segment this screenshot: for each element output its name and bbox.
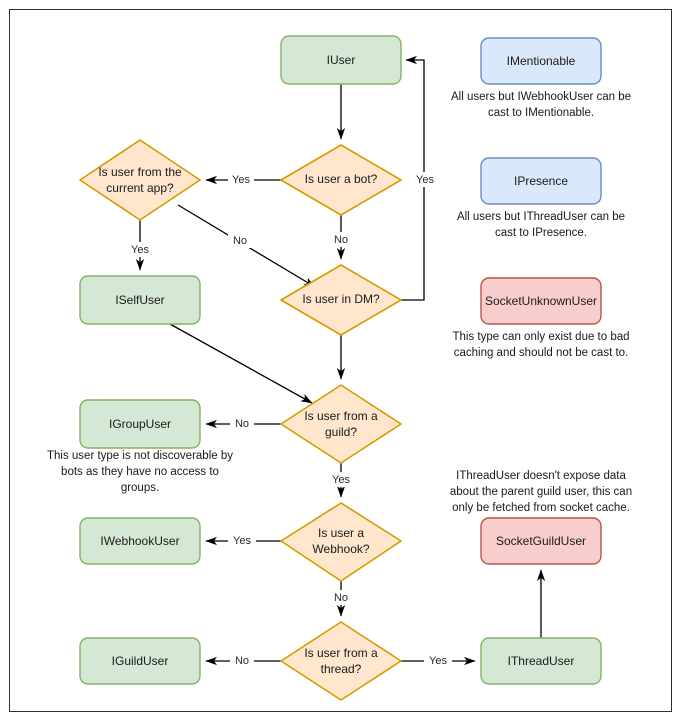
- edge-label-currentapp-yes: Yes: [131, 244, 149, 256]
- edge-label-fromthread-no: No: [235, 655, 249, 667]
- edge-fromguild-no-to-igroupuser: No: [205, 416, 281, 431]
- note-socketguilduser-line3: only be fetched from socket cache.: [452, 502, 630, 514]
- node-label-iuser: IUser: [327, 53, 356, 67]
- edge-currentapp-yes-to-iselfuser: Yes: [126, 220, 154, 271]
- node-is-user-in-dm[interactable]: Is user in DM?: [280, 264, 402, 336]
- edge-isbot-yes-to-currentapp: Yes: [205, 172, 281, 187]
- node-label-is-user-a-webhook-line1: Is user a: [318, 526, 364, 540]
- edge-fromthread-no-to-iguilduser: No: [205, 653, 281, 668]
- edge-fromthread-yes-to-ithreaduser: Yes: [401, 653, 476, 668]
- edges-layer: Is user from the current app? --> Yes Is…: [126, 55, 546, 668]
- node-socketunknownuser[interactable]: SocketUnknownUser: [480, 277, 602, 325]
- node-label-imentionable: IMentionable: [507, 54, 576, 68]
- node-iguilduser[interactable]: IGuildUser: [79, 637, 201, 685]
- node-label-igroupuser: IGroupUser: [109, 417, 171, 431]
- edge-iswebhook-yes-to-iwebhookuser: Yes: [205, 533, 281, 548]
- note-igroupuser-line3: groups.: [121, 482, 159, 494]
- node-label-ipresence: IPresence: [514, 174, 568, 188]
- node-label-iguilduser: IGuildUser: [112, 654, 169, 668]
- note-socketguilduser-line1: IThreadUser doesn't expose data: [456, 470, 626, 482]
- edge-label-isbot-yes: Yes: [232, 174, 250, 186]
- edge-label-fromguild-no: No: [235, 418, 249, 430]
- note-socketunknownuser: This type can only exist due to bad cach…: [452, 331, 629, 359]
- node-label-is-user-a-webhook-line2: Webhook?: [312, 542, 369, 556]
- node-label-socketunknownuser: SocketUnknownUser: [485, 294, 597, 308]
- edge-iselfuser-to-fromguild: [169, 323, 313, 404]
- note-ipresence-line2: cast to IPresence.: [495, 227, 587, 239]
- node-label-is-user-from-guild-line1: Is user from a: [304, 409, 378, 423]
- node-label-is-user-from-thread-line2: thread?: [321, 662, 362, 676]
- edge-label-isbot-no: No: [334, 234, 348, 246]
- note-ipresence-line1: All users but IThreadUser can be: [457, 211, 625, 223]
- node-label-is-user-a-bot: Is user a bot?: [305, 172, 378, 186]
- node-label-iselfuser: ISelfUser: [115, 293, 164, 307]
- edge-label-fromthread-yes: Yes: [429, 655, 447, 667]
- note-imentionable-line2: cast to IMentionable.: [488, 107, 594, 119]
- node-is-user-from-guild[interactable]: Is user from a guild?: [280, 384, 402, 464]
- note-socketunknownuser-line1: This type can only exist due to bad: [452, 331, 629, 343]
- edge-label-iswebhook-no: No: [334, 592, 348, 604]
- note-igroupuser: This user type is not discoverable by bo…: [47, 450, 233, 494]
- node-label-ithreaduser: IThreadUser: [508, 654, 575, 668]
- note-socketunknownuser-line2: caching and should not be cast to.: [454, 347, 629, 359]
- edge-isbot-no-to-indm: No: [329, 215, 353, 260]
- edge-fromguild-yes-to-iswebhook: Yes: [327, 463, 355, 498]
- node-socketguilduser[interactable]: SocketGuildUser: [480, 517, 602, 565]
- node-iselfuser[interactable]: ISelfUser: [79, 275, 201, 325]
- edge-iswebhook-no-to-fromthread: No: [329, 581, 353, 617]
- node-label-is-user-from-thread-line1: Is user from a: [304, 646, 378, 660]
- node-ipresence[interactable]: IPresence: [480, 157, 602, 205]
- edge-label-iswebhook-yes: Yes: [233, 535, 251, 547]
- note-imentionable-line1: All users but IWebhookUser can be: [451, 91, 631, 103]
- note-socketguilduser: IThreadUser doesn't expose data about th…: [450, 470, 632, 514]
- note-imentionable: All users but IWebhookUser can be cast t…: [451, 91, 631, 119]
- node-label-is-user-from-current-app-line2: current app?: [106, 181, 174, 195]
- note-socketguilduser-line2: about the parent guild user, this can: [450, 486, 632, 498]
- edge-indm-yes-to-iuser: Yes: [401, 55, 439, 301]
- node-iwebhookuser[interactable]: IWebhookUser: [79, 517, 201, 565]
- edge-label-fromguild-yes: Yes: [332, 474, 350, 486]
- edge-currentapp-no-to-indm: No: [177, 204, 316, 288]
- node-is-user-from-current-app[interactable]: Is user from the current app?: [79, 139, 201, 221]
- node-label-is-user-from-guild-line2: guild?: [325, 425, 357, 439]
- node-ithreaduser[interactable]: IThreadUser: [480, 637, 602, 685]
- nodes-layer: IUser Is user a bot? Is user from the cu…: [79, 35, 602, 701]
- node-igroupuser[interactable]: IGroupUser: [79, 399, 201, 449]
- note-igroupuser-line2: bots as they have no access to: [61, 466, 219, 478]
- node-label-iwebhookuser: IWebhookUser: [100, 534, 179, 548]
- node-is-user-from-thread[interactable]: Is user from a thread?: [280, 621, 402, 701]
- node-imentionable[interactable]: IMentionable: [480, 37, 602, 85]
- edge-label-indm-yes: Yes: [416, 174, 434, 186]
- node-is-user-a-webhook[interactable]: Is user a Webhook?: [280, 502, 402, 582]
- edge-label-currentapp-no: No: [233, 235, 247, 247]
- node-label-is-user-from-current-app-line1: Is user from the: [98, 165, 182, 179]
- node-label-is-user-in-dm: Is user in DM?: [302, 292, 380, 306]
- note-igroupuser-line1: This user type is not discoverable by: [47, 450, 233, 462]
- node-label-socketguilduser: SocketGuildUser: [496, 534, 586, 548]
- notes-layer: All users but IWebhookUser can be cast t…: [47, 91, 632, 514]
- node-is-user-a-bot[interactable]: Is user a bot?: [280, 144, 402, 216]
- note-ipresence: All users but IThreadUser can be cast to…: [457, 211, 625, 239]
- node-iuser[interactable]: IUser: [280, 35, 402, 85]
